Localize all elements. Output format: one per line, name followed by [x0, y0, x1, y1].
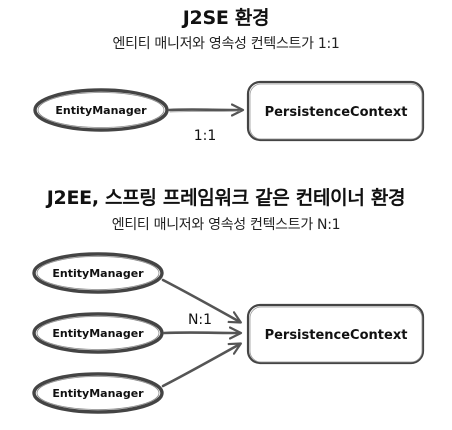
j2ee-subtitle: 엔티티 매니저와 영속성 컨텍스트가 N:1 [111, 217, 341, 233]
j2se-section: J2SE 환경 엔티티 매니저와 영속성 컨텍스트가 1:1 EntityMan… [33, 7, 425, 144]
entity-manager-node: EntityManager [32, 372, 164, 414]
relationship-label: 1:1 [194, 128, 217, 144]
entity-manager-label: EntityManager [55, 104, 147, 117]
persistence-context-node: PersistenceContext [246, 303, 425, 365]
entity-manager-node: EntityManager [32, 252, 164, 294]
j2se-title: J2SE 환경 [182, 7, 270, 29]
j2ee-section: J2EE, 스프링 프레임워크 같은 컨테이너 환경 엔티티 매니저와 영속성 … [0, 180, 452, 430]
connection-arrow [161, 344, 240, 388]
entity-manager-label: EntityManager [52, 387, 144, 400]
j2ee-diagram: EntityManager EntityManager EntityManage… [32, 252, 425, 414]
j2se-diagram: EntityManager 1:1 PersistenceContext [33, 80, 425, 144]
persistence-context-node: PersistenceContext [246, 80, 425, 142]
j2ee-title: J2EE, 스프링 프레임워크 같은 컨테이너 환경 [46, 187, 406, 209]
connection-arrow [167, 110, 242, 112]
entity-manager-node: EntityManager [33, 88, 169, 132]
entity-manager-node: EntityManager [32, 312, 164, 354]
entity-manager-label: EntityManager [52, 267, 144, 280]
relationship-label: N:1 [188, 312, 212, 328]
persistence-context-label: PersistenceContext [265, 105, 408, 120]
persistence-context-label: PersistenceContext [265, 328, 408, 343]
entity-manager-label: EntityManager [52, 327, 144, 340]
connection-arrow [161, 278, 240, 322]
j2se-subtitle: 엔티티 매니저와 영속성 컨텍스트가 1:1 [112, 36, 340, 52]
